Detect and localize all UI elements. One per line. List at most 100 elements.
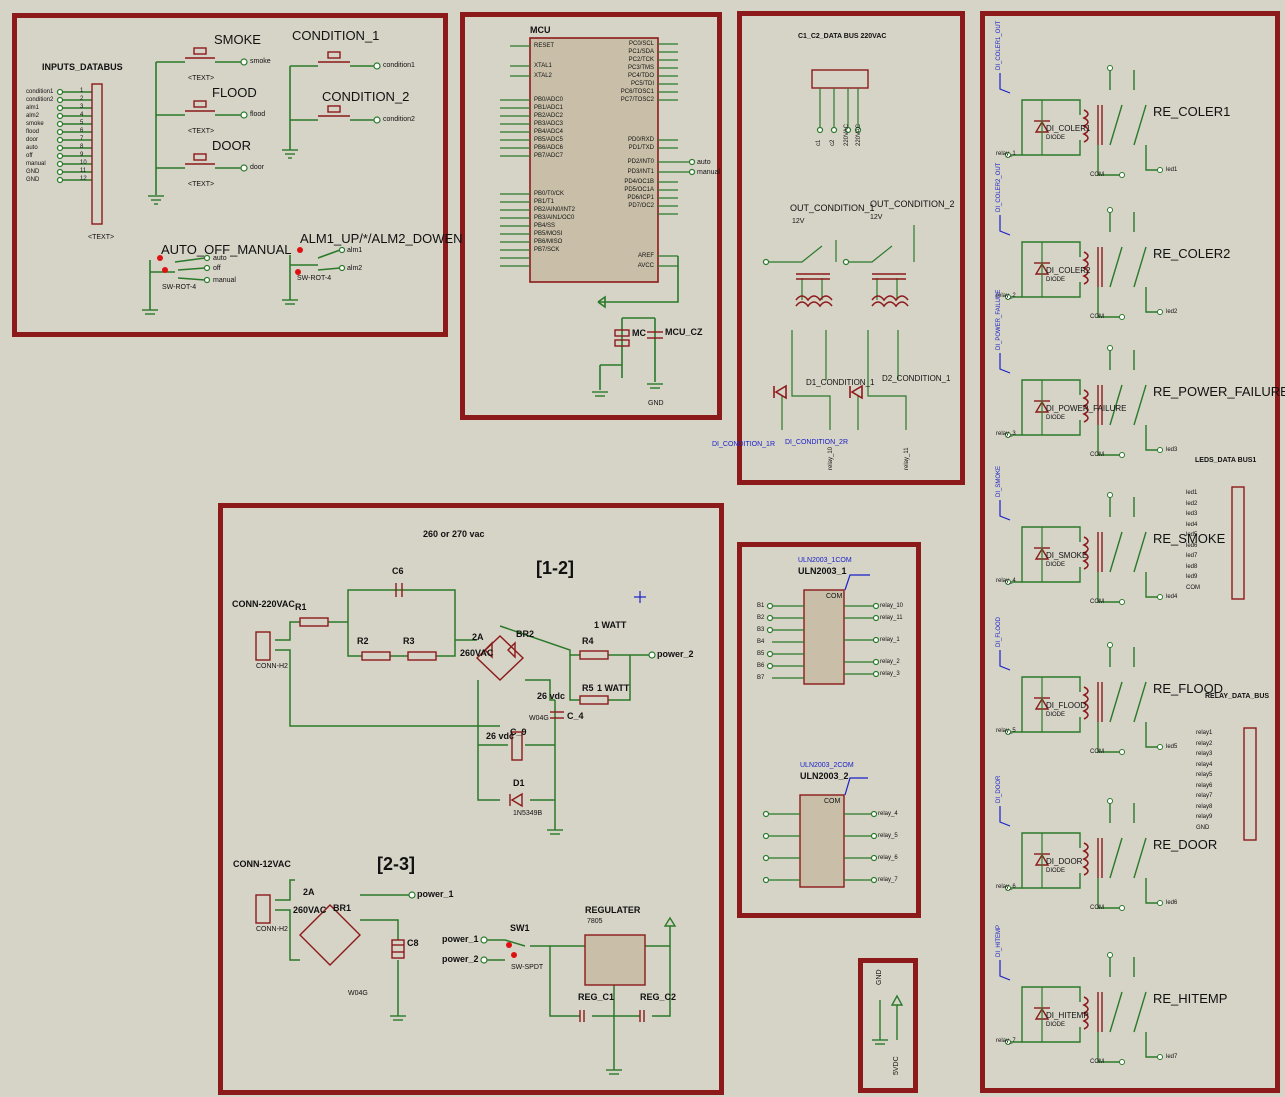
relay-wire <box>1022 873 1081 889</box>
relay-wire <box>1022 140 1081 156</box>
diode-name-label: DI_HITEMP <box>1046 1011 1089 1020</box>
comp-sw1: SW1 <box>510 923 530 933</box>
comp-r1: R1 <box>295 602 307 612</box>
mcu-pin-label: PC6/TOSC1 <box>620 89 654 95</box>
relay-led-label: led7 <box>1166 1054 1178 1060</box>
relay-wire <box>1010 379 1081 436</box>
mcu-pin-label: PB2/AIN0/INT2 <box>534 207 576 213</box>
bridge-current-2: 2A <box>303 887 315 897</box>
relay-bus-title: RELAY_DATA_BUS <box>1205 693 1270 700</box>
databus-pin-label: smoke <box>26 121 44 127</box>
relay-wire <box>1145 425 1158 451</box>
section-label-2-3: [2-3] <box>377 854 416 874</box>
relay-led-terminal <box>1157 309 1163 315</box>
relay-input-terminal <box>1005 1039 1011 1045</box>
relay-name-label: RE_FLOOD <box>1153 681 1224 696</box>
net-label-alm2: alm2 <box>347 265 363 272</box>
databus-pin-label: alm1 <box>26 105 40 111</box>
mcu-pin-label: PB7/ADC7 <box>534 153 564 159</box>
databus-pin-label: door <box>26 137 39 143</box>
diode-name-label: DI_SMOKE <box>1046 551 1088 560</box>
mcu-title: MCU <box>530 25 551 35</box>
cap-label-mcu-cz: MCU_CZ <box>665 327 703 337</box>
bridge-voltage-2: 260VAC <box>293 905 327 915</box>
uln-chip-2-label: ULN2003_2 <box>800 771 849 781</box>
databus-pin-label: flood <box>26 129 40 135</box>
relay-com-label: COM <box>1090 172 1104 178</box>
diode-label-d1-condition: D1_CONDITION_1 <box>806 378 875 387</box>
relay-contact <box>1109 991 1123 1033</box>
relay-bus-pin-label: relay4 <box>1196 761 1213 768</box>
relay-coil <box>1082 251 1089 285</box>
relay-contact <box>1133 531 1147 573</box>
relay-net-label: DI_DOOR <box>996 775 1002 803</box>
vdc-label-1: 26 vdc <box>537 691 566 701</box>
switch-label-flood: FLOOD <box>212 85 257 100</box>
mcu-gnd-label: GND <box>648 400 664 407</box>
text-tag-databus: <TEXT> <box>88 234 115 241</box>
comp-r3: R3 <box>403 636 415 646</box>
mcu-pin-label: PD4/OC1B <box>624 179 654 185</box>
relay-wire <box>1097 425 1120 456</box>
net-flag <box>999 960 1011 981</box>
c1c2-bus-pin-label: 220VAC <box>856 124 862 146</box>
conn-220vac-label: CONN-220VAC <box>232 599 295 609</box>
net-label-smoke: smoke <box>250 58 271 65</box>
switch-label-door: DOOR <box>212 138 251 153</box>
uln-chip-1-com: COM <box>826 593 843 600</box>
mcu-pin-label: PD1/TXD <box>628 145 654 151</box>
relay-contact <box>1109 246 1123 288</box>
relay-name-label: RE_SMOKE <box>1153 531 1226 546</box>
uln-output-label: relay_7 <box>878 877 898 883</box>
c1c2-databus-panel <box>737 11 965 485</box>
comp-reg-c2: REG_C2 <box>640 992 677 1002</box>
relay-wire <box>1097 572 1120 603</box>
uln-input-label: B2 <box>757 615 765 621</box>
databus-pin-label: GND <box>26 177 40 183</box>
uln-output-label: relay_2 <box>880 659 900 665</box>
databus-pin-label: alm2 <box>26 113 40 119</box>
bridge-voltage-1: 260VAC <box>460 648 494 658</box>
mcu-pin-label: PB6/ADC6 <box>534 145 564 151</box>
switch-label-smoke: SMOKE <box>214 32 261 47</box>
mcu-pin-label: PB5/ADC5 <box>534 137 564 143</box>
diode-type-label: DIODE <box>1046 415 1066 421</box>
net-flag <box>999 500 1011 521</box>
c1c2-bus-pin-label: c1 <box>816 139 822 146</box>
uln-input-label: B6 <box>757 663 765 669</box>
relay-bus-pin-label: relay5 <box>1196 772 1213 778</box>
uln-input-label: B5 <box>757 651 765 657</box>
relay-output-terminal <box>1107 345 1113 351</box>
diode-name-label: DI_COLER2 <box>1046 266 1091 275</box>
comp-c8: C8 <box>407 938 419 948</box>
uln-driver-panel <box>737 542 921 918</box>
relay-input-label: relay_7 <box>996 1038 1016 1044</box>
part-ref-sw-rot-1: SW-ROT-4 <box>162 284 197 291</box>
relay-contact <box>1133 681 1147 723</box>
switch-label-condition-2: CONDITION_2 <box>322 89 410 104</box>
relay-led-terminal <box>1157 167 1163 173</box>
databus-pin-label: condition1 <box>26 89 54 95</box>
uln-output-label: relay_11 <box>880 615 903 621</box>
voltage-label-1: 12V <box>792 218 805 225</box>
c1c2-bus-pin-label: c2 <box>830 139 836 146</box>
comp-r2: R2 <box>357 636 369 646</box>
relay-input-label: relay_6 <box>996 884 1016 890</box>
net-label-off: off <box>213 265 221 272</box>
mcu-pin-label: PB3/AIN1/OC0 <box>534 215 575 221</box>
mcu-pin-label: AVCC <box>637 263 654 269</box>
diode-name-label: DI_DOOR <box>1046 857 1083 866</box>
mcu-pin-label: PB0/T0/CK <box>534 191 565 197</box>
leds-bus-pin-label: led1 <box>1186 490 1198 496</box>
relay-contact <box>1109 837 1123 879</box>
bridge-current-1: 2A <box>472 632 484 642</box>
mcu-pin-label: PB3/ADC3 <box>534 121 564 127</box>
uln-output-label: relay_3 <box>880 671 900 677</box>
relay-wire <box>1010 241 1081 298</box>
mcu-pin-label: PC1/SDA <box>628 49 654 55</box>
relay-wire <box>1145 145 1158 171</box>
relay-wire <box>1097 878 1120 909</box>
power-header: 260 or 270 vac <box>423 529 485 539</box>
relay-net-label: DI_SMOKE <box>996 465 1002 497</box>
part-ref-w04g-2: W04G <box>348 990 368 997</box>
